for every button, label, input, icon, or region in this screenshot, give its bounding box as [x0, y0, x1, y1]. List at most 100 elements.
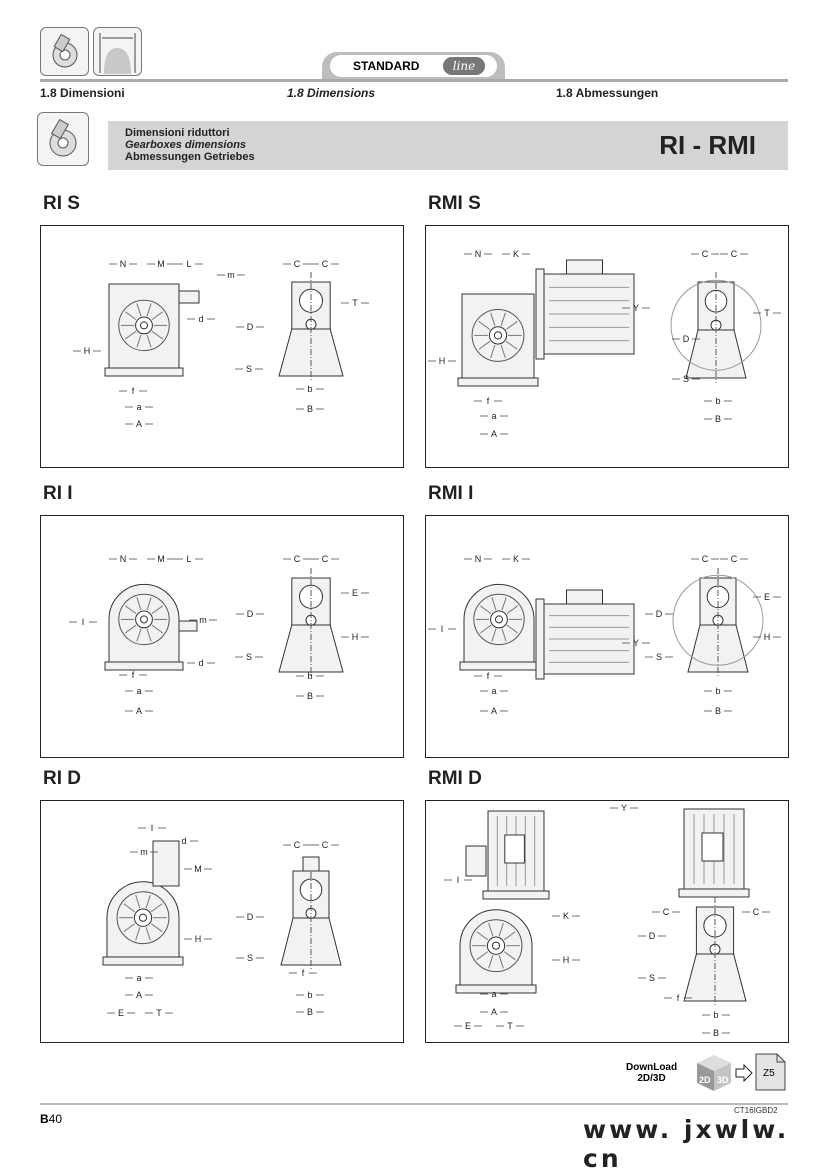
section-title-de: 1.8 Abmessungen: [556, 86, 659, 100]
download-line1: DownLoad: [626, 1062, 678, 1073]
dimension-label: a: [491, 686, 496, 696]
dimension-label: a: [491, 989, 496, 999]
file-z5-icon[interactable]: Z5: [755, 1053, 786, 1091]
dimension-label: f: [677, 993, 680, 1003]
dimension-label: f: [132, 670, 135, 680]
dimension-label: D: [247, 322, 254, 332]
dimension-label: E: [465, 1021, 471, 1031]
dimension-label: a: [136, 973, 141, 983]
dimension-label: m: [199, 615, 207, 625]
download-line2: 2D/3D: [637, 1073, 666, 1084]
panel-title: RMI D: [428, 768, 482, 789]
dimension-label: D: [683, 334, 690, 344]
panel-title: RI D: [43, 768, 81, 789]
cube-2d-3d-icon[interactable]: 2D 3D: [695, 1053, 733, 1093]
dimension-label: a: [136, 402, 141, 412]
banner-line-it: Dimensioni riduttori: [125, 127, 230, 139]
arrow-right-icon: [735, 1063, 753, 1087]
dimension-label: M: [157, 259, 165, 269]
dimension-label: C: [702, 249, 709, 259]
dimension-label: Y: [633, 303, 639, 313]
dimension-label: N: [120, 554, 127, 564]
title-banner: Dimensioni riduttori Gearboxes dimension…: [108, 121, 788, 170]
model-title: RI - RMI: [659, 130, 756, 160]
section-title-en: 1.8 Dimensions: [287, 86, 376, 100]
dimension-label: m: [227, 270, 235, 280]
dimension-label: K: [563, 911, 569, 921]
cube-3d-label: 3D: [717, 1075, 729, 1085]
dimension-label: m: [140, 847, 148, 857]
dimension-label: B: [307, 404, 313, 414]
dimension-label: A: [136, 706, 142, 716]
dimension-label: d: [198, 658, 203, 668]
header-divider: [40, 79, 788, 82]
dimension-label: b: [307, 384, 312, 394]
dimension-label: C: [702, 554, 709, 564]
dimension-label: T: [352, 298, 358, 308]
dimension-label: N: [475, 554, 482, 564]
panel-title: RI S: [43, 193, 80, 214]
dimension-label: a: [491, 411, 496, 421]
dimension-label: S: [246, 652, 252, 662]
dimensions-icon: [93, 27, 142, 76]
dimension-label: b: [715, 686, 720, 696]
dimension-label: B: [307, 691, 313, 701]
dimension-label: E: [764, 592, 770, 602]
dimension-label: b: [713, 1010, 718, 1020]
dimension-label: D: [247, 609, 254, 619]
standard-line-badge: STANDARD line: [322, 52, 505, 82]
page-letter: B: [40, 1112, 49, 1126]
dimension-label: E: [118, 1008, 124, 1018]
dimension-label: C: [294, 840, 301, 850]
dimension-label: S: [683, 374, 689, 384]
dimension-label: L: [186, 554, 191, 564]
dimension-label: A: [491, 1007, 497, 1017]
dimension-label: E: [352, 588, 358, 598]
dimension-label: B: [715, 414, 721, 424]
dimension-label: A: [136, 419, 142, 429]
download-label: DownLoad 2D/3D: [626, 1062, 677, 1084]
dimension-label: B: [307, 1007, 313, 1017]
dimension-label: A: [136, 990, 142, 1000]
dimension-label: T: [156, 1008, 162, 1018]
dimension-label: f: [487, 671, 490, 681]
dimension-label: Y: [621, 803, 627, 813]
panel-title: RI I: [43, 483, 73, 504]
dimension-label: d: [181, 836, 186, 846]
dimension-label: I: [457, 875, 460, 885]
section-title-it: 1.8 Dimensioni: [40, 86, 125, 100]
dimension-label: K: [513, 554, 519, 564]
dimension-label: d: [198, 314, 203, 324]
dimension-label: N: [475, 249, 482, 259]
file-label: Z5: [763, 1068, 775, 1079]
dimension-label: H: [764, 632, 771, 642]
dimension-label: b: [715, 396, 720, 406]
dimension-label: H: [563, 955, 570, 965]
dimension-label: L: [186, 259, 191, 269]
dimension-label: S: [649, 973, 655, 983]
dimension-label: b: [307, 671, 312, 681]
dimension-label: D: [649, 931, 656, 941]
dimension-label: H: [195, 934, 202, 944]
banner-line-de: Abmessungen Getriebes: [125, 151, 255, 163]
dimension-label: S: [246, 364, 252, 374]
dimension-label: H: [439, 356, 446, 366]
dimension-label: C: [731, 249, 738, 259]
line-logo: line: [443, 57, 485, 75]
dimension-label: I: [441, 624, 444, 634]
dimension-label: H: [352, 632, 359, 642]
dimension-label: K: [513, 249, 519, 259]
gearbox-icon: [37, 112, 89, 166]
cube-2d-label: 2D: [699, 1075, 711, 1085]
